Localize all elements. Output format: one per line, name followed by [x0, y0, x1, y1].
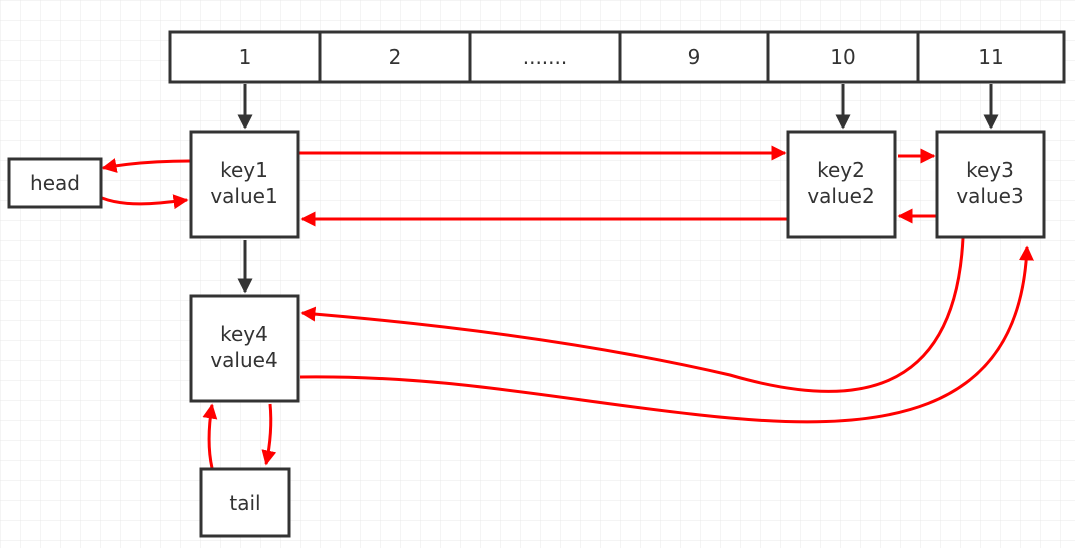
node-key-label: key2: [817, 158, 865, 182]
node-tail-label: tail: [229, 491, 260, 515]
node-key1[interactable]: key1 value1: [189, 130, 300, 239]
edge-head-to-key1: [101, 194, 189, 210]
node-value-label: value1: [210, 184, 277, 208]
node-key-label: key3: [966, 158, 1014, 182]
array-cell-1[interactable]: 1: [168, 30, 322, 84]
node-key-label: key4: [220, 322, 268, 346]
edge-tail-to-key4: [202, 403, 218, 469]
array-cell-11[interactable]: 11: [916, 30, 1066, 84]
node-head-label: head: [30, 171, 80, 195]
array-cell-2[interactable]: 2: [318, 30, 472, 84]
array-cell-label: 1: [239, 45, 252, 69]
array-cell-label: 9: [688, 45, 701, 69]
node-key-label: key1: [220, 158, 268, 182]
edge-key4-to-key3: [299, 245, 1034, 424]
array-cell-9[interactable]: 9: [618, 30, 770, 84]
array-row: 1 2 ....... 9 10 11: [168, 30, 1066, 84]
node-value-label: value3: [956, 184, 1023, 208]
array-cell-label: 11: [978, 45, 1003, 69]
node-key2[interactable]: key2 value2: [786, 130, 897, 239]
node-value-label: value2: [807, 184, 874, 208]
node-tail[interactable]: tail: [199, 467, 291, 538]
node-head[interactable]: head: [7, 157, 103, 209]
array-cell-label: 10: [830, 45, 855, 69]
edge-key4-to-tail: [261, 403, 277, 466]
edge-key1-to-head: [101, 158, 191, 173]
array-cell-10[interactable]: 10: [766, 30, 920, 84]
node-value-label: value4: [210, 348, 277, 372]
node-key4[interactable]: key4 value4: [189, 294, 300, 403]
node-key3[interactable]: key3 value3: [935, 130, 1046, 239]
array-cell-label: .......: [523, 45, 568, 69]
array-cell-label: 2: [389, 45, 402, 69]
array-cell-ellipsis[interactable]: .......: [468, 30, 622, 84]
edge-key3-to-key4: [300, 237, 965, 393]
